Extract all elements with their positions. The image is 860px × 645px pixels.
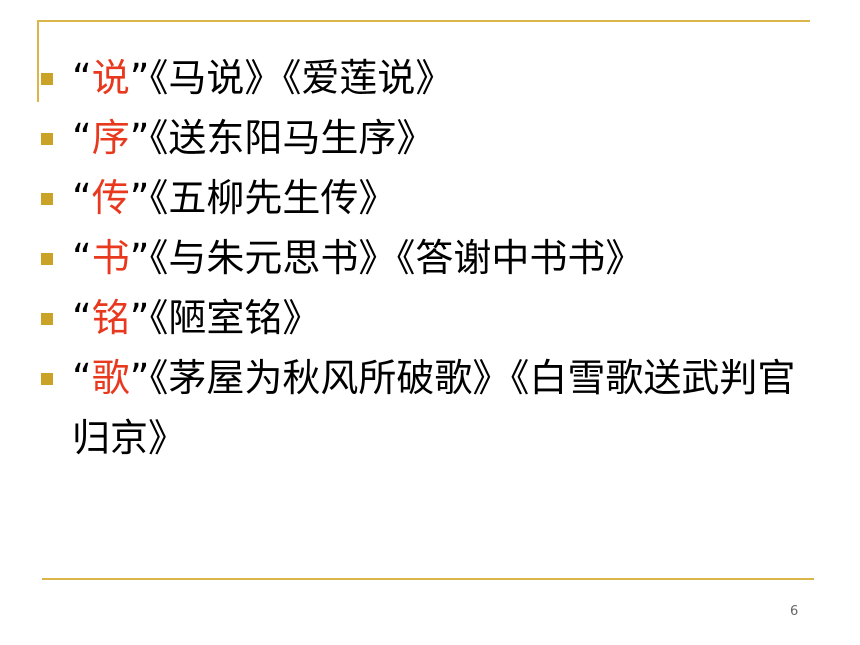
genre-keyword: 说 — [91, 56, 130, 100]
square-bullet-icon — [41, 73, 53, 85]
close-quote: ” — [129, 176, 150, 220]
open-quote: “ — [72, 236, 92, 280]
genre-keyword: 铭 — [91, 296, 130, 340]
work-titles: 《与朱元思书》《答谢中书书》 — [149, 236, 644, 280]
genre-keyword: 序 — [91, 116, 130, 160]
page-number: 6 — [790, 604, 799, 619]
work-titles: 《陋室铭》 — [149, 296, 321, 340]
square-bullet-icon — [41, 133, 53, 145]
genre-keyword: 书 — [91, 236, 130, 280]
list-item-ming: “铭”《陋室铭》 — [38, 288, 798, 348]
list-item-ge: “歌”《茅屋为秋风所破歌》《白雪歌送武判官归京》 — [38, 348, 798, 468]
list-item-shu: “书”《与朱元思书》《答谢中书书》 — [38, 228, 798, 288]
list-item-xu: “序”《送东阳马生序》 — [38, 108, 798, 168]
list-item-zhuan: “传”《五柳先生传》 — [38, 168, 798, 228]
genre-list: “说”《马说》《爱莲说》 “序”《送东阳马生序》 “传”《五柳先生传》 “书”《… — [38, 48, 798, 468]
square-bullet-icon — [41, 193, 53, 205]
list-item-shuo: “说”《马说》《爱莲说》 — [38, 48, 798, 108]
close-quote: ” — [129, 236, 150, 280]
open-quote: “ — [72, 176, 92, 220]
close-quote: ” — [129, 296, 150, 340]
work-titles: 《五柳先生传》 — [149, 176, 397, 220]
open-quote: “ — [72, 296, 92, 340]
genre-keyword: 歌 — [91, 356, 130, 400]
work-titles: 《送东阳马生序》 — [149, 116, 435, 160]
work-titles: 《茅屋为秋风所破歌》《白雪歌送武判官归京》 — [72, 356, 796, 460]
top-divider-line — [37, 20, 810, 22]
close-quote: ” — [129, 56, 150, 100]
genre-keyword: 传 — [91, 176, 130, 220]
open-quote: “ — [72, 356, 92, 400]
square-bullet-icon — [41, 373, 53, 385]
square-bullet-icon — [41, 313, 53, 325]
square-bullet-icon — [41, 253, 53, 265]
open-quote: “ — [72, 116, 92, 160]
left-accent-line — [37, 20, 39, 102]
bottom-divider-line — [42, 578, 814, 580]
open-quote: “ — [72, 56, 92, 100]
close-quote: ” — [129, 116, 150, 160]
work-titles: 《马说》《爱莲说》 — [149, 56, 454, 100]
close-quote: ” — [129, 356, 150, 400]
